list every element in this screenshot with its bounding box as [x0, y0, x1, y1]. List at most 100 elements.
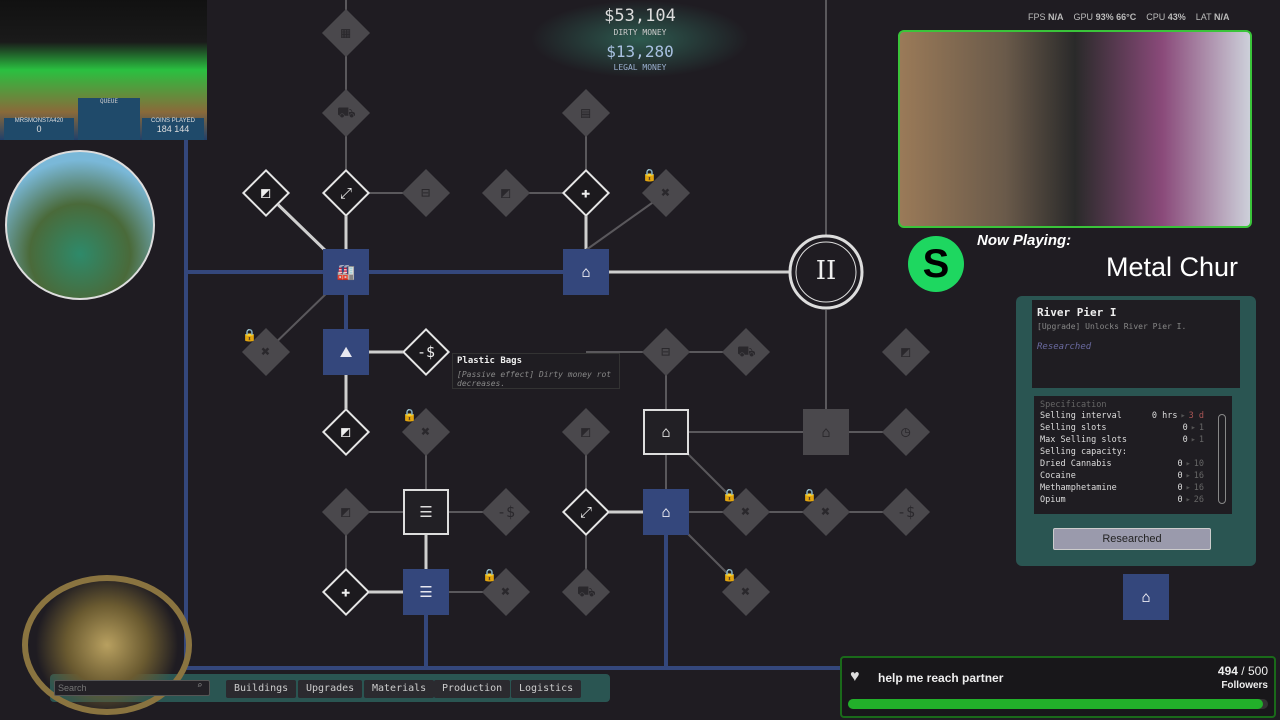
lock-icon: 🔒 [802, 488, 817, 502]
coins-value: 184 144 [156, 124, 190, 134]
now-playing-label: Now Playing: [977, 232, 1072, 249]
cpu-value: 43% [1167, 12, 1186, 22]
spec-from: 0 [1177, 471, 1183, 481]
detail-subtitle: [Upgrade] Unlocks River Pier I. [1037, 322, 1187, 331]
cpu-label: CPU [1146, 12, 1166, 22]
building-node[interactable]: ⛰ [323, 329, 369, 375]
spec-name: Opium [1040, 495, 1066, 505]
building-node[interactable]: 🏭 [323, 249, 369, 295]
lock-icon: 🔒 [722, 568, 737, 582]
spec-name: Selling slots [1040, 423, 1107, 433]
dirty-money-value: $53,104 [604, 6, 676, 26]
lat-label: LAT [1195, 12, 1212, 22]
gpu-temp: 66°C [1116, 12, 1137, 22]
search-input[interactable] [54, 680, 210, 696]
spec-name: Selling capacity: [1040, 447, 1127, 457]
building-node-river-pier[interactable]: ⌂ [563, 249, 609, 295]
detail-panel: River Pier I [Upgrade] Unlocks River Pie… [1016, 296, 1256, 566]
legal-money-value: $13,280 [606, 42, 674, 61]
performance-hud: FPS N/A GPU 93% 66°C CPU 43% LAT N/A [1028, 12, 1229, 22]
tooltip-desc: [Passive effect] Dirty money rot decreas… [457, 370, 612, 388]
gpu-label: GPU [1073, 12, 1094, 22]
spec-to: 26 [1193, 495, 1204, 505]
building-node[interactable]: ⌂ [643, 489, 689, 535]
spec-to: 16 [1193, 483, 1204, 493]
goal-unit: Followers [1221, 680, 1268, 691]
spec-to: 10 [1193, 459, 1204, 469]
lat-value: N/A [1213, 12, 1230, 22]
building-node-available[interactable]: ⌂ [643, 409, 689, 455]
search-icon: ⌕ [197, 681, 203, 691]
now-playing-title: Metal Chur [1106, 252, 1239, 282]
spec-from: 0 [1177, 495, 1183, 505]
spec-from: 0 hrs [1151, 411, 1178, 421]
dirty-money-label: DIRTY MONEY [613, 28, 667, 37]
player-name: MRSMONSTA420 [14, 118, 64, 124]
hearts-icon: ♥ [850, 668, 860, 685]
spec-from: 0 [1182, 423, 1188, 433]
detail-status: Researched [1037, 342, 1092, 352]
spec-name: Methamphetamine [1040, 483, 1117, 493]
webcam-feed [898, 30, 1252, 228]
goal-current: 494 [1217, 664, 1238, 678]
legal-money-label: LEGAL MONEY [613, 63, 667, 72]
goal-text: help me reach partner [878, 671, 1004, 685]
fps-label: FPS [1028, 12, 1046, 22]
spec-from: 0 [1177, 459, 1183, 469]
spec-to: 3 d [1188, 411, 1204, 421]
tab-production[interactable]: Production [434, 680, 511, 698]
tooltip-title: Plastic Bags [457, 356, 523, 366]
detail-title: River Pier I [1037, 306, 1117, 319]
tab-logistics[interactable]: Logistics [511, 680, 582, 698]
game-preview-circle [5, 150, 155, 300]
goal-progress-track [848, 699, 1268, 709]
tab-buildings[interactable]: Buildings [226, 680, 297, 698]
spotify-icon: S [908, 236, 964, 292]
building-node-locked[interactable]: ⌂ [803, 409, 849, 455]
spec-name: Selling interval [1040, 411, 1122, 421]
player-value: 0 [36, 124, 42, 134]
lock-icon: 🔒 [242, 328, 257, 342]
spec-to: 1 [1198, 435, 1204, 445]
fps-value: N/A [1048, 12, 1064, 22]
gpu-value: 93% [1095, 12, 1114, 22]
queue-label: QUEUE [78, 98, 140, 140]
follower-goal-widget: ♥ help me reach partner 494 / 500 Follow… [840, 656, 1276, 718]
spec-to: 16 [1193, 471, 1204, 481]
spec-name: Dried Cannabis [1040, 459, 1112, 469]
lock-icon: 🔒 [722, 488, 737, 502]
spec-scrollbar[interactable] [1218, 414, 1226, 504]
lock-icon: 🔒 [642, 168, 657, 182]
spec-name: Max Selling slots [1040, 435, 1127, 445]
tab-upgrades[interactable]: Upgrades [298, 680, 363, 698]
researched-button[interactable]: Researched [1053, 528, 1211, 550]
coins-label: COINS PLAYED [151, 118, 195, 124]
spec-label: Specification [1040, 400, 1107, 410]
lock-icon: 🔒 [482, 568, 497, 582]
spec-from: 0 [1177, 483, 1183, 493]
tab-materials[interactable]: Materials [364, 680, 435, 698]
building-node-available[interactable]: ☰ [403, 489, 449, 535]
building-node[interactable]: ⌂ [1123, 574, 1169, 620]
spec-row: Selling capacity: [1040, 446, 1226, 458]
tooltip: Plastic Bags [Passive effect] Dirty mone… [452, 353, 620, 389]
spec-name: Cocaine [1040, 471, 1076, 481]
goal-target: / 500 [1241, 664, 1268, 678]
spec-from: 0 [1182, 435, 1188, 445]
money-banner-bg [530, 0, 750, 78]
spec-to: 1 [1198, 423, 1204, 433]
tier-marker[interactable]: II [815, 256, 837, 286]
goal-progress-fill [848, 699, 1263, 709]
building-node[interactable]: ☰ [403, 569, 449, 615]
lock-icon: 🔒 [402, 408, 417, 422]
